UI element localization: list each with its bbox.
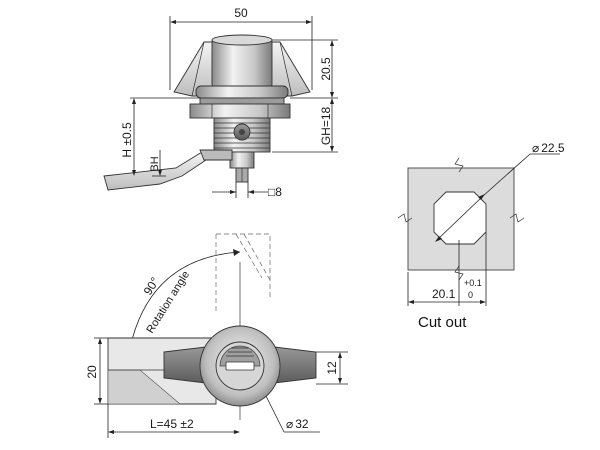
side-view: 50: [103, 6, 338, 199]
front-width-label: 12: [325, 361, 339, 375]
cam-lever: [103, 151, 207, 191]
width-label: 50: [234, 6, 248, 20]
key-slot: [225, 361, 255, 371]
spindle: [229, 151, 255, 169]
tolerance-minus: 0: [468, 290, 473, 300]
rotation-arc: [129, 251, 241, 349]
cutout-view: ⌀22.5 20.1 +0.1 0: [397, 141, 565, 306]
front-height-label: 20: [85, 365, 99, 379]
height-label: 20.5: [319, 57, 333, 81]
cutout-width-label: 20.1: [432, 287, 456, 301]
square-label: □8: [268, 185, 282, 199]
bh-label: BH: [149, 156, 161, 171]
front-view: 90° Rotation angle 20 12: [85, 233, 348, 438]
hex-nut: [189, 103, 291, 119]
diameter-22-label: ⌀22.5: [532, 141, 565, 155]
length-label: L=45 ±2: [150, 417, 194, 431]
collar: [195, 85, 289, 99]
cutout-caption: Cut out: [418, 314, 467, 331]
angle-label: 90°: [141, 275, 163, 298]
diameter-32-label: ⌀32: [286, 417, 309, 431]
tolerance-plus: +0.1: [464, 278, 482, 288]
gh-label: GH=18: [319, 106, 333, 145]
h-label: H ±0.5: [120, 122, 134, 158]
barrel: [211, 37, 273, 89]
